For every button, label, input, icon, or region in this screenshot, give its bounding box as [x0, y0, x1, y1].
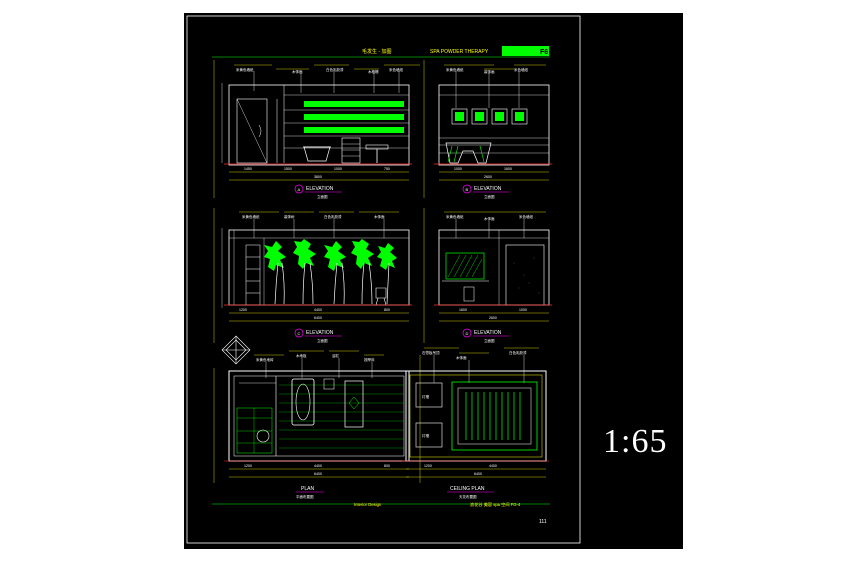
svg-text:米色墙纸: 米色墙纸	[519, 214, 533, 219]
svg-text:米黄色墙纸: 米黄色墙纸	[242, 214, 260, 219]
page-number: 111	[539, 519, 547, 525]
svg-text:米黄色墙纸: 米黄色墙纸	[446, 67, 464, 72]
svg-text:浴缸: 浴缸	[332, 353, 340, 358]
elevation-b: 米黄色墙纸 装饰画 米色墙纸 1000 1600 2600 B ELEVATION 立面…	[423, 60, 552, 199]
elevation-a-subtitle: 立面图	[317, 194, 328, 199]
svg-text:1000: 1000	[519, 308, 527, 312]
svg-text:800: 800	[384, 308, 390, 312]
cad-drawing: 毛发生 - 加图 SPA POWDER THERAPY F6 米黄色墙纸 木饰面 …	[186, 15, 581, 544]
svg-text:1500: 1500	[284, 167, 292, 171]
svg-text:1600: 1600	[504, 167, 512, 171]
plan-subtitle: 平面布置图	[296, 494, 314, 499]
svg-text:1200: 1200	[244, 464, 252, 468]
svg-text:木饰面: 木饰面	[484, 216, 495, 221]
svg-text:装饰画: 装饰画	[484, 69, 495, 74]
svg-text:750: 750	[384, 167, 390, 171]
svg-text:按摩床: 按摩床	[364, 357, 375, 362]
svg-text:1600: 1600	[459, 308, 467, 312]
svg-text:灯槽: 灯槽	[422, 433, 430, 438]
svg-text:3800: 3800	[314, 175, 322, 179]
svg-text:4400: 4400	[314, 308, 322, 312]
svg-text:2600: 2600	[484, 175, 492, 179]
svg-text:石膏板吊顶: 石膏板吊顶	[422, 350, 440, 355]
title-code-box	[502, 46, 549, 56]
elevation-b-subtitle: 立面图	[484, 194, 495, 199]
tree-group	[264, 239, 397, 305]
svg-text:木饰面: 木饰面	[456, 355, 467, 360]
elevation-a-marker: A	[298, 187, 301, 192]
svg-text:装饰树: 装饰树	[284, 214, 295, 219]
elevation-a-title: ELEVATION	[306, 186, 334, 192]
ceiling-plan-title: CEILING PLAN	[450, 486, 485, 492]
svg-text:白色乳胶漆: 白色乳胶漆	[509, 350, 527, 355]
plan-title: PLAN	[301, 486, 314, 492]
svg-text:4400: 4400	[489, 464, 497, 468]
svg-text:2600: 2600	[489, 316, 497, 320]
svg-text:1200: 1200	[239, 308, 247, 312]
elevation-d: 米黄色墙纸 木饰面 米色墙纸 1600 1000 2600 D ELEVATION 立面…	[423, 208, 552, 343]
svg-text:1200: 1200	[424, 464, 432, 468]
svg-text:木饰面: 木饰面	[374, 214, 385, 219]
scale-label: 1:65	[603, 423, 668, 460]
svg-text:6400: 6400	[314, 316, 322, 320]
svg-text:米色墙纸: 米色墙纸	[514, 67, 528, 72]
footer-left: Interior Design	[354, 502, 382, 507]
ceiling-plan-subtitle: 天花布置图	[459, 494, 477, 499]
svg-text:米黄色墙纸: 米黄色墙纸	[236, 67, 254, 72]
elevation-a: 米黄色墙纸 木饰面 白色乳胶漆 木格栅 米色墙纸	[213, 60, 420, 199]
svg-text:1000: 1000	[454, 167, 462, 171]
elevation-d-marker: D	[466, 331, 469, 336]
elevation-c-marker: C	[298, 331, 301, 336]
svg-text:灯槽: 灯槽	[422, 394, 430, 399]
svg-text:6400: 6400	[314, 472, 322, 476]
elevation-b-marker: B	[466, 187, 469, 192]
sheet-border	[186, 15, 581, 544]
elevation-b-title: ELEVATION	[474, 186, 502, 192]
svg-text:1450: 1450	[244, 167, 252, 171]
elevation-c: 米黄色墙纸 装饰树 白色乳胶漆 木饰面	[213, 208, 412, 343]
north-arrow-icon	[221, 335, 251, 365]
svg-text:米色墙纸: 米色墙纸	[389, 67, 403, 72]
svg-text:1000: 1000	[334, 167, 342, 171]
svg-text:米黄色地砖: 米黄色地砖	[256, 357, 274, 362]
svg-text:白色乳胶漆: 白色乳胶漆	[326, 67, 344, 72]
svg-text:木地板: 木地板	[296, 353, 307, 358]
svg-text:800: 800	[384, 464, 390, 468]
title-cn: 毛发生 - 加图	[362, 48, 391, 55]
svg-text:4400: 4400	[314, 464, 322, 468]
svg-text:木格栅: 木格栅	[368, 69, 379, 74]
elevation-d-title: ELEVATION	[474, 330, 502, 336]
sheet-footer: Interior Design 浪花谷 美容 spa 空间 FG-4 111	[212, 501, 550, 525]
title-en: SPA POWDER THERAPY	[430, 49, 489, 55]
drawing-sheet[interactable]: 毛发生 - 加图 SPA POWDER THERAPY F6 米黄色墙纸 木饰面 …	[184, 13, 683, 549]
svg-text:白色乳胶漆: 白色乳胶漆	[324, 214, 342, 219]
elevation-c-title: ELEVATION	[306, 330, 334, 336]
svg-text:6400: 6400	[474, 472, 482, 476]
footer-right: 浪花谷 美容 spa 空间 FG-4	[470, 501, 521, 508]
svg-text:米黄色墙纸: 米黄色墙纸	[446, 214, 464, 219]
elevation-d-subtitle: 立面图	[484, 338, 495, 343]
elevation-c-subtitle: 立面图	[317, 338, 328, 343]
title-block: 毛发生 - 加图 SPA POWDER THERAPY F6	[212, 46, 550, 58]
svg-text:木饰面: 木饰面	[292, 69, 303, 74]
title-code: F6	[540, 49, 548, 56]
